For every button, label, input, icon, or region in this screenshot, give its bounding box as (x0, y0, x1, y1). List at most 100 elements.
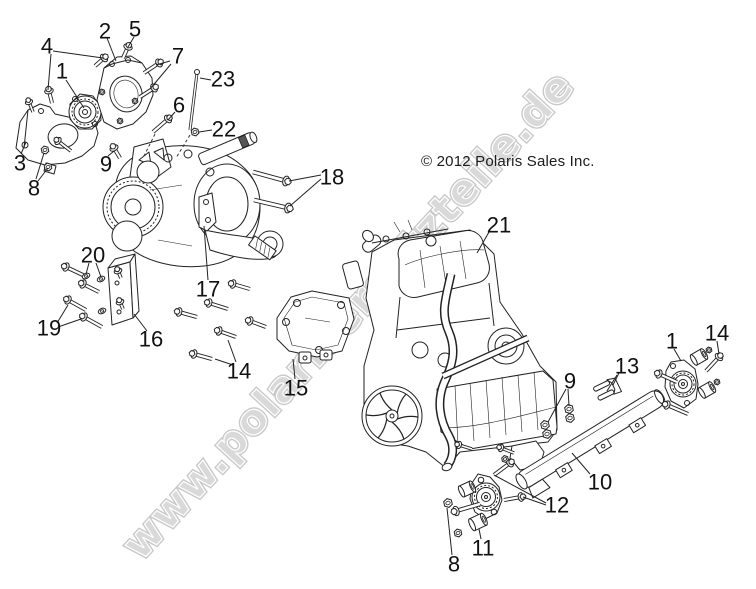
nut-part (453, 528, 463, 538)
bolt (503, 492, 527, 502)
callout-6-leader-line (167, 111, 176, 121)
fasteners-layer (24, 41, 724, 538)
callout-12: 12 (493, 474, 569, 518)
bolt (492, 458, 515, 477)
left-engine-mount (469, 473, 503, 520)
valve-cover-part (425, 235, 437, 247)
spacer-bushing (468, 512, 488, 532)
callout-15: 15 (284, 358, 308, 401)
callout-10-leader-line (571, 452, 591, 475)
crankcase-part (439, 406, 557, 429)
bolt-part (716, 352, 724, 359)
callout-7-leader-line (155, 60, 171, 66)
spacer-bushing (697, 381, 717, 399)
bolt (227, 279, 251, 291)
bolt-part (213, 326, 221, 334)
bolt-part (188, 350, 196, 357)
bolt-part (666, 403, 689, 416)
callout-8-leader-line (446, 507, 453, 556)
crankcase-part (454, 371, 539, 445)
bolt (60, 262, 86, 278)
spacer-bushing-part (689, 354, 698, 366)
bolt-part (253, 198, 289, 210)
callout-8: 8 (446, 507, 460, 577)
dowel-pin-part (189, 72, 198, 131)
bolt-part (454, 441, 461, 448)
right-engine-mount-part (673, 374, 693, 394)
bolt-part (25, 97, 32, 104)
nut-part (133, 99, 137, 103)
callout-16: 16 (133, 313, 163, 352)
valve-cover-part (419, 240, 467, 289)
transmission-illustration-part (149, 184, 193, 247)
callout-4: 4 (41, 34, 104, 91)
spacer-bushing-part (697, 387, 706, 399)
mount-bracket-left-part (21, 141, 29, 149)
callout-19-label: 19 (37, 316, 61, 341)
engine-mount-bracket-part (283, 296, 349, 351)
rubber-engine-mount-front-part (71, 98, 99, 126)
spacer-block-part (114, 280, 120, 286)
bolt-part (65, 265, 86, 278)
callout-1-leader-line (673, 348, 682, 362)
mounting-tube-part (628, 417, 647, 434)
nut (705, 346, 713, 354)
callout-8: 8 (28, 152, 49, 201)
fan-spoke (365, 412, 388, 417)
fuel-rail (371, 228, 449, 244)
bolt-part (115, 297, 123, 304)
bolt (661, 400, 689, 416)
bolt-part (79, 312, 86, 320)
right-engine-mount-part (678, 379, 688, 389)
callout-1-leader-line (65, 79, 85, 109)
callout-11-leader-line (478, 528, 482, 540)
callout-15-label: 15 (284, 376, 308, 401)
callout-5: 5 (127, 17, 141, 48)
transmission-illustration-part (124, 198, 142, 216)
bolt-part (653, 369, 661, 377)
callout-9-label: 9 (564, 369, 576, 394)
bolt (173, 307, 198, 319)
nut-part (705, 346, 713, 354)
nut-part (544, 431, 550, 437)
output-shaft (248, 235, 277, 261)
left-engine-mount-part (481, 492, 491, 502)
rubber-engine-mount-front-part (72, 96, 78, 102)
callout-14-label: 14 (227, 359, 251, 384)
crankcase (436, 370, 558, 450)
nut (542, 429, 552, 439)
callout-19-leader-line (57, 318, 82, 328)
nut-part (190, 127, 200, 137)
washer-part (83, 274, 89, 278)
output-shaft-part (255, 238, 271, 258)
left-engine-mount-part (474, 485, 498, 509)
callout-9-label: 9 (100, 152, 112, 177)
callout-14-leader-line (227, 339, 237, 363)
shift-bracket-17-part (203, 199, 209, 205)
right-engine-mount-part (684, 400, 690, 406)
callout-23-label: 23 (211, 67, 235, 92)
valve-cover-part (397, 230, 490, 298)
bolt-part (203, 298, 211, 306)
engine-mount-bracket (276, 290, 355, 364)
mount-bracket-right-part (125, 57, 131, 63)
engine-mount-bracket-part (304, 317, 331, 323)
callout-14-label: 14 (705, 321, 729, 346)
nut (40, 145, 50, 155)
engine-mount-bracket-part (276, 290, 355, 358)
callout-4-leader-line (47, 53, 52, 91)
bolt (44, 85, 54, 104)
mounting-tube-part (561, 467, 567, 473)
right-engine-mount-part (671, 372, 695, 396)
callout-18-label: 18 (320, 165, 344, 190)
cooling-fan-part (365, 392, 419, 440)
callout-3: 3 (14, 141, 27, 176)
rubber-engine-mount-front-part (92, 121, 98, 127)
nut (565, 413, 575, 423)
callout-4-leader-line (52, 50, 104, 59)
nut-part (566, 406, 572, 412)
nut-part (445, 500, 451, 506)
callout-4-label: 4 (41, 34, 53, 59)
